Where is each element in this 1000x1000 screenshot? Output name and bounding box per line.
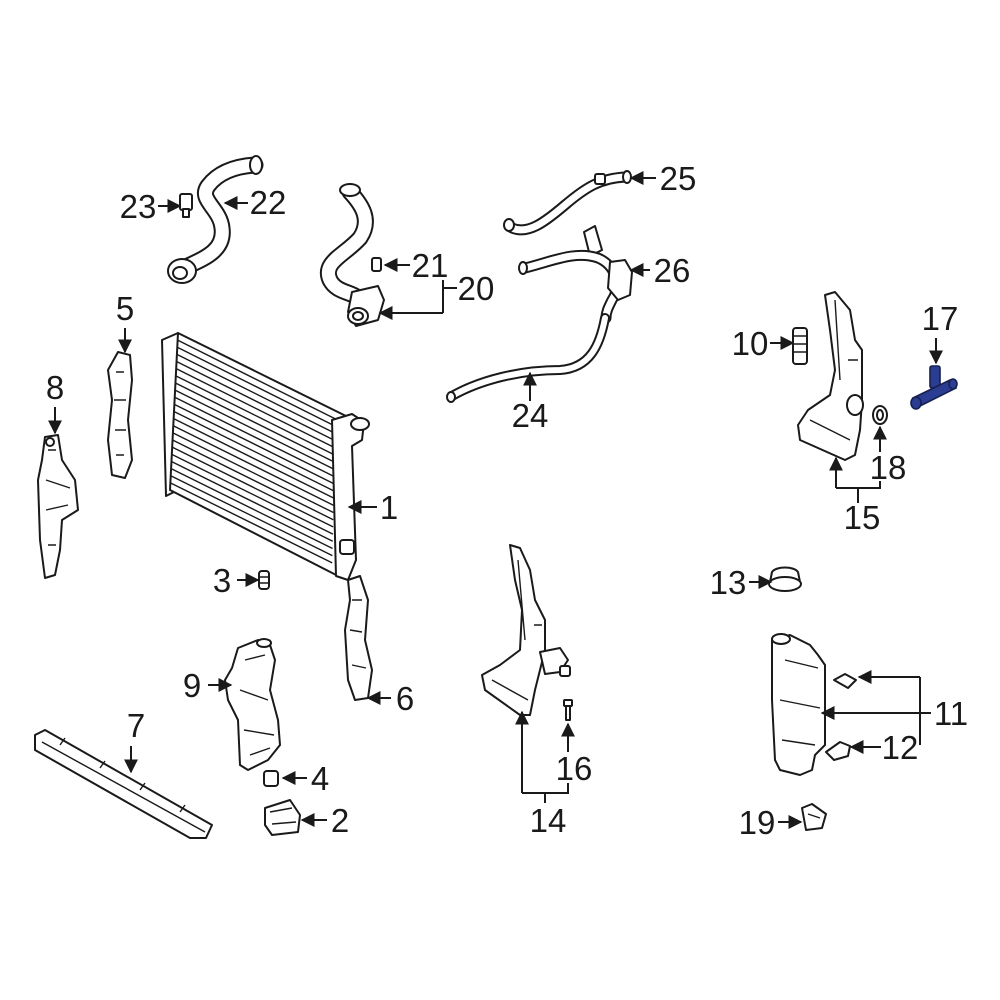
callout-5: 5	[116, 290, 134, 327]
radiator-fin	[171, 446, 334, 528]
callout-22: 22	[250, 184, 287, 221]
air-guide-part-9	[224, 638, 281, 771]
callout-6: 6	[396, 680, 414, 717]
radiator-fin	[175, 375, 336, 456]
expansion-tank-part-11	[771, 633, 857, 776]
callout-15: 15	[844, 499, 881, 536]
callout-9: 9	[183, 667, 201, 704]
radiator-fin	[176, 360, 336, 442]
bracket-part-8	[37, 434, 79, 579]
callout-20: 20	[458, 270, 495, 307]
hose-part-20	[319, 183, 385, 327]
clip-part-21	[371, 257, 382, 272]
hose-part-22	[167, 155, 264, 284]
seal-rail-part-7	[34, 729, 213, 839]
reservoir-bracket-part-15	[797, 291, 864, 461]
radiator-fin	[175, 368, 336, 449]
hose-part-24	[446, 313, 610, 403]
radiator-fin	[176, 346, 336, 427]
cap-part-13	[768, 566, 802, 592]
callout-14: 14	[530, 802, 567, 839]
callout-13: 13	[710, 564, 747, 601]
bumper-part-10	[792, 327, 808, 365]
callout-23: 23	[120, 188, 157, 225]
reservoir-bracket-part-14	[481, 544, 571, 716]
radiator-fin	[177, 339, 337, 420]
callout-4: 4	[311, 760, 329, 797]
callout-25: 25	[660, 160, 697, 197]
bracket-part-5	[107, 351, 133, 479]
fastener-part-3	[258, 570, 270, 590]
radiator-fin	[174, 396, 335, 478]
callout-8: 8	[46, 369, 64, 406]
callout-26: 26	[654, 252, 691, 289]
callout-10: 10	[732, 325, 769, 362]
connector-part-17-highlighted	[910, 365, 958, 410]
callout-21: 21	[412, 247, 449, 284]
radiator-fin	[170, 482, 333, 564]
radiator-fin	[173, 418, 335, 499]
radiator-fin	[176, 353, 336, 435]
radiator-fin	[174, 403, 335, 485]
callout-2: 2	[331, 802, 349, 839]
callout-12: 12	[882, 729, 919, 766]
radiator-fin	[170, 467, 333, 550]
callout-16: 16	[556, 750, 593, 787]
bracket-part-19	[801, 803, 827, 831]
radiator-fin	[174, 389, 335, 471]
hose-part-25	[503, 170, 632, 236]
mount-part-2	[264, 799, 301, 836]
radiator-fin	[170, 475, 333, 557]
sensor-part-23	[179, 193, 193, 218]
hose-part-26	[518, 225, 633, 324]
radiator-fin	[172, 425, 334, 506]
radiator-fin	[171, 460, 334, 542]
bracket-part-6	[344, 575, 373, 701]
clip-part-12	[825, 741, 851, 761]
callout-11: 11	[934, 695, 968, 732]
radiator-fin	[175, 382, 336, 463]
leader-lines	[48, 171, 943, 829]
radiator-fin	[172, 432, 334, 514]
radiator-fin	[171, 453, 334, 535]
callout-labels: 1 2 3 4 5 6 7 8 9 10 11 12 13 14 15 16 1…	[46, 160, 968, 841]
mount-part-4	[263, 770, 279, 787]
callout-24: 24	[512, 397, 549, 434]
callout-7: 7	[127, 707, 145, 744]
radiator-fins	[170, 339, 337, 564]
radiator-part-1	[161, 332, 370, 581]
radiator-fin	[172, 439, 334, 521]
callout-1: 1	[380, 489, 398, 526]
bolt-part-16	[563, 699, 573, 721]
seal-ring-part-18	[872, 405, 888, 425]
radiator-fin	[173, 410, 335, 492]
callout-3: 3	[213, 562, 231, 599]
callout-18: 18	[870, 449, 907, 486]
callout-19: 19	[739, 804, 776, 841]
callout-17: 17	[922, 300, 959, 337]
